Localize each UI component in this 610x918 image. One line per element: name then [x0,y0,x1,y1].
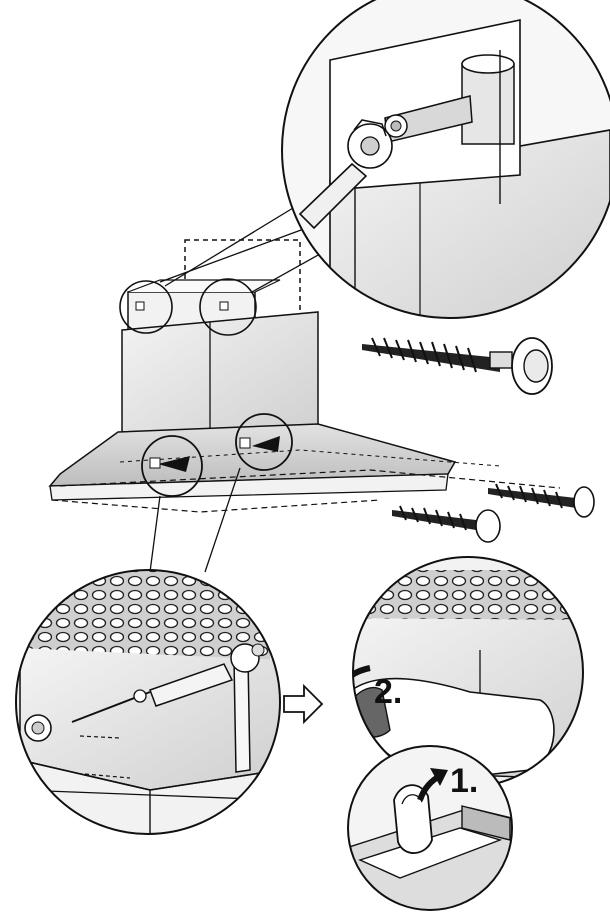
short-screw [392,505,501,543]
curved-arrow-icon-step2 [353,665,371,703]
wrench-icon [298,162,368,230]
detail-view-bracket-wrench [281,0,610,319]
step-2-label: 2. [374,673,402,711]
detail-view-canopy-screw [15,569,281,835]
hood-assembly [48,239,561,513]
long-wall-screw [362,337,553,395]
step-1-label: 1. [450,762,478,800]
lower-chimney [121,311,319,441]
connector-lines-bottom [149,467,241,573]
pointer-arrow-left [158,456,190,472]
detail-circle-right-bracket [199,278,257,336]
wrench-icon-bottom [233,657,251,773]
detail-circle-canopy-left [141,435,203,497]
pointer-arrow-right [252,436,280,452]
latch-tab [393,784,433,854]
outline-arrow-right-icon [283,683,324,725]
medium-screw [488,483,595,518]
detail-view-latch [347,745,513,911]
detail-circle-left-bracket [119,280,173,334]
detail-circle-canopy-right [235,413,293,471]
